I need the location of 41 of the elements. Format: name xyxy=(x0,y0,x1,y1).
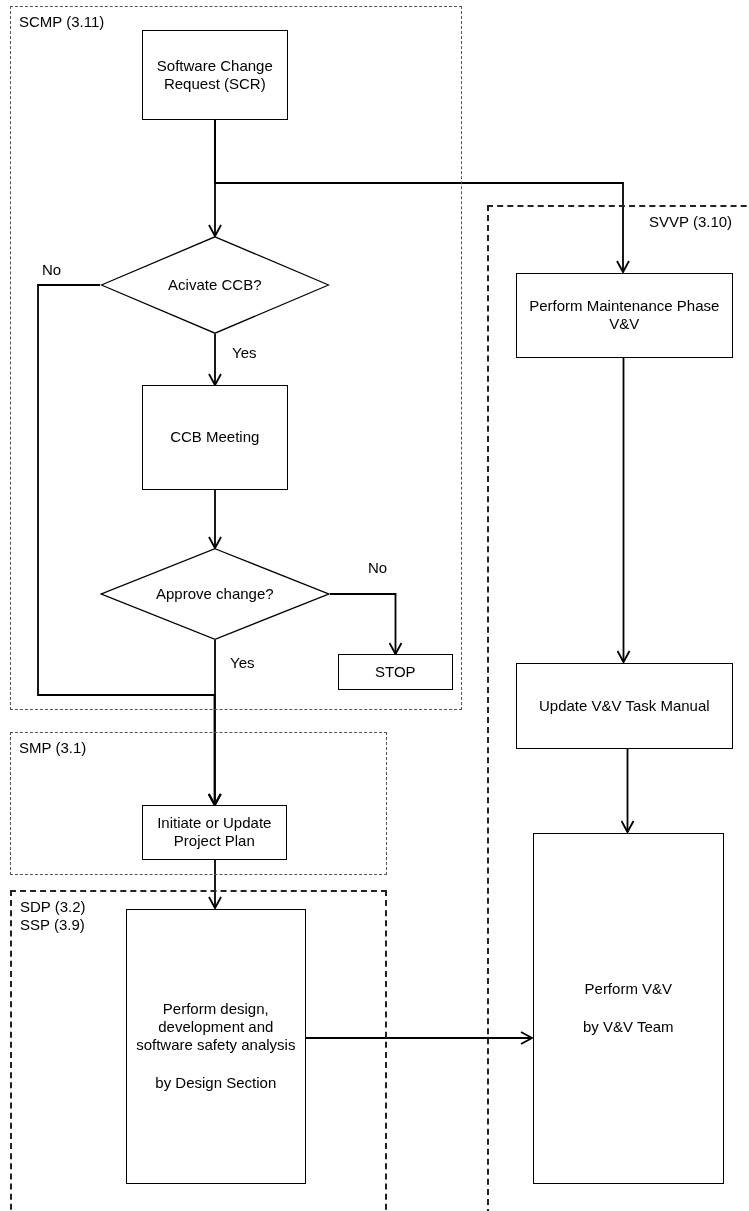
process-box xyxy=(141,29,288,120)
box-text: Perform Maintenance Phase V&V xyxy=(528,297,721,334)
box-text: Perform V&V xyxy=(584,980,673,999)
process-box xyxy=(515,272,733,358)
arrow xyxy=(214,119,630,273)
group-label: SCMP (3.11) xyxy=(19,13,105,31)
arrow xyxy=(208,639,222,806)
process-box xyxy=(125,908,306,1184)
process-box xyxy=(141,384,288,490)
decision-diamond xyxy=(99,235,330,334)
dashed-group-frame xyxy=(10,6,462,710)
dashed-group-frame xyxy=(10,890,387,1211)
group-label: SSP (3.9) xyxy=(20,916,85,934)
group-label: SVVP (3.10) xyxy=(649,213,733,231)
decision-diamond xyxy=(99,547,330,640)
box-text: Initiate or Update Project Plan xyxy=(156,814,273,851)
box-text: Software Change Request (SCR) xyxy=(155,56,274,93)
box-text: by V&V Team xyxy=(583,1018,674,1037)
decision-text: Acivate CCB? xyxy=(168,276,262,294)
group-label: SDP (3.2) xyxy=(20,898,86,916)
arrow xyxy=(208,859,222,909)
box-text: Update V&V Task Manual xyxy=(538,696,710,715)
dashed-group-frame xyxy=(487,205,749,1211)
arrow xyxy=(208,333,222,386)
arrow xyxy=(304,1031,533,1045)
arrow xyxy=(208,489,222,549)
box-text: by Design Section xyxy=(155,1074,277,1093)
group-label: SMP (3.1) xyxy=(19,739,87,757)
process-box xyxy=(141,804,287,860)
process-box xyxy=(515,662,733,749)
arrow xyxy=(616,356,631,663)
arrow xyxy=(329,593,403,655)
arrow xyxy=(37,284,222,806)
process-box xyxy=(337,653,453,690)
arrow xyxy=(620,747,635,833)
process-box xyxy=(532,832,724,1184)
box-text: CCB Meeting xyxy=(170,428,260,447)
box-text: Perform design, development and software safety analysis xyxy=(135,1000,297,1055)
decision-text: Approve change? xyxy=(156,585,274,603)
box-text: STOP xyxy=(375,662,416,681)
dashed-group-frame xyxy=(10,732,387,875)
